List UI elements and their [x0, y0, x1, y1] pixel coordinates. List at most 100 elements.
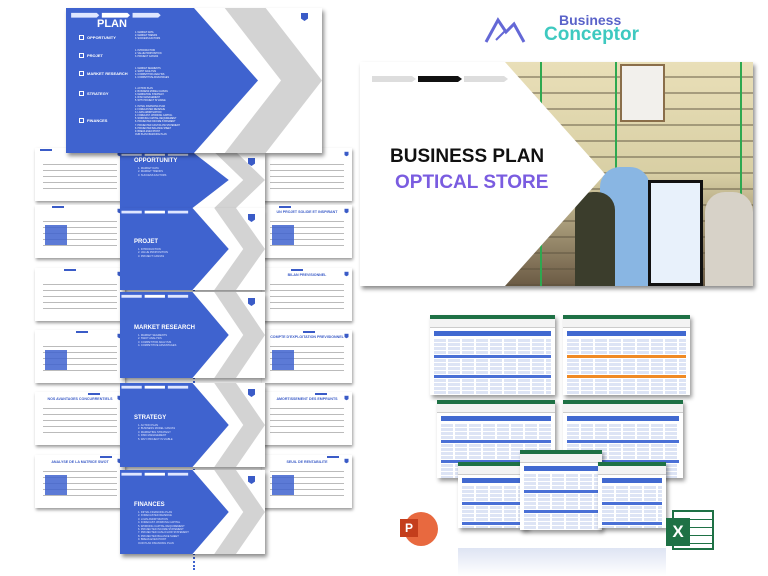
plan-subitem: 3. PROJECT CANVAS: [135, 56, 159, 59]
logo-shield-icon: [117, 333, 122, 339]
slide-thumbnail: NOS AVANTAGES CONCURRENTIELS: [35, 392, 125, 445]
sheet-row: [602, 522, 662, 525]
sheet-row: [567, 359, 686, 362]
section-item: 2. VALUE PROPOSITION: [138, 251, 168, 255]
section-item: 5. WORKING CAPITAL REQUIREMENT: [138, 524, 185, 528]
sheet-row: [441, 444, 551, 447]
text-line: [43, 483, 117, 484]
sheet-row: [434, 367, 551, 370]
text-line: [43, 188, 117, 189]
section-item: 9. BREAK-EVEN POINT: [138, 538, 167, 542]
sheet-row: [567, 424, 679, 427]
text-line: [43, 471, 117, 472]
mountain-logo-icon: [484, 17, 526, 43]
slide-thumbnail: AMORTISSEMENT DES EMPRUNTS: [262, 392, 352, 445]
sheet-row: [567, 432, 679, 435]
sheet-header: [567, 416, 679, 421]
plan-section-label: PROJET: [79, 53, 103, 58]
text-line: [43, 245, 117, 246]
sheet-row: [567, 363, 686, 366]
progress-bar: [303, 331, 315, 333]
progress-bar: [64, 269, 76, 271]
sheet-row: [524, 522, 598, 525]
text-line: [43, 227, 117, 228]
plan-subitem: 5. WORKING CAPITAL REQUIREMENT: [135, 118, 177, 121]
cover-subtitle: OPTICAL STORE: [395, 172, 549, 193]
sheet-row: [441, 460, 551, 463]
sheet-row: [462, 498, 524, 501]
section-item: 5. WHY PROJECT IS VIABLE: [138, 437, 173, 441]
section-title: STRATEGY: [134, 415, 167, 421]
section-item: 1. MARKET SEGMENTS: [138, 334, 167, 337]
sheet-row: [567, 452, 679, 455]
excel-ribbon: [563, 404, 683, 413]
sheet-row: [462, 502, 524, 505]
text-line: [43, 370, 117, 371]
section-item: 2. SWOT ANALYSIS: [138, 337, 162, 341]
chevron-graphic: [120, 152, 265, 208]
sheet-row: [434, 359, 551, 362]
content-block: [272, 225, 294, 245]
sheet-header: [462, 478, 524, 483]
text-line: [270, 164, 344, 165]
sheet-header: [602, 478, 662, 483]
content-block: [272, 475, 294, 495]
logo-shield-icon: [117, 458, 122, 464]
thumbnail-title: COMPTE D'EXPLOITATION PREVISIONNEL: [270, 335, 344, 339]
section-item: 1. INITIAL FINANCING PLAN: [138, 511, 173, 514]
sheet-row: [434, 383, 551, 386]
slide-thumbnail: [35, 148, 125, 201]
logo-shield-icon: [248, 298, 255, 306]
person-man: [705, 192, 753, 286]
section-item: 3. SUCCESS FACTORS: [138, 173, 167, 177]
progress-bar: [315, 393, 327, 395]
cover-white-chevron: [360, 62, 605, 286]
sheet-row: [434, 375, 551, 378]
spreadsheet-screenshot: [563, 315, 690, 395]
logo-shield-icon: [248, 476, 255, 484]
text-line: [270, 495, 344, 496]
sheet-row: [434, 355, 551, 358]
logo-shield-icon: [344, 208, 349, 214]
logo-shield-icon: [344, 395, 349, 401]
sheet-row: [441, 452, 551, 455]
plan-subitem: 6. PROJECTED INCOME STATEMENT: [135, 121, 176, 124]
powerpoint-icon: P: [400, 512, 438, 546]
sheet-row: [602, 514, 662, 517]
slide-thumbnail: [262, 148, 352, 201]
sheet-row: [602, 498, 662, 501]
sheet-row: [602, 494, 662, 497]
slide-thumbnail: COMPTE D'EXPLOITATION PREVISIONNEL: [262, 330, 352, 383]
section-item: 7. PROJECTED CASH FLOW STATEMENT: [138, 531, 189, 535]
sheet-row: [567, 428, 679, 431]
sheet-row: [434, 347, 551, 350]
plan-section-label: OPPORTUNITY: [79, 35, 116, 40]
text-line: [270, 239, 344, 240]
logo-shield-icon: [117, 271, 122, 277]
sheet-row: [441, 440, 551, 443]
poster: [620, 64, 665, 122]
logo-shield-icon: [248, 158, 255, 166]
text-line: [270, 471, 344, 472]
chevron-graphic: [120, 208, 265, 290]
sheet-header: [441, 416, 551, 421]
plan-subitem: OUR PLAN FINANCING PLAN: [135, 133, 167, 136]
text-line: [270, 176, 344, 177]
content-block: [45, 225, 67, 245]
text-line: [270, 420, 344, 421]
brand-logo: Business Conceptor: [484, 10, 644, 46]
text-line: [270, 358, 344, 359]
sheet-row: [567, 387, 686, 390]
section-item: 3. PROJECT CANVAS: [138, 254, 165, 258]
section-item: 3. LOAN AMORTIZATION: [138, 517, 168, 521]
sheet-row: [567, 383, 686, 386]
plan-subitem: 2. FORECASTED REVENUE: [135, 109, 165, 112]
plan-section-label: FINANCES: [79, 118, 107, 123]
sheet-row: [441, 432, 551, 435]
text-line: [43, 176, 117, 177]
text-line: [270, 489, 344, 490]
plan-subitem: 9. BREAK-EVEN POINT: [135, 130, 161, 133]
chevron-graphic: [120, 292, 265, 378]
